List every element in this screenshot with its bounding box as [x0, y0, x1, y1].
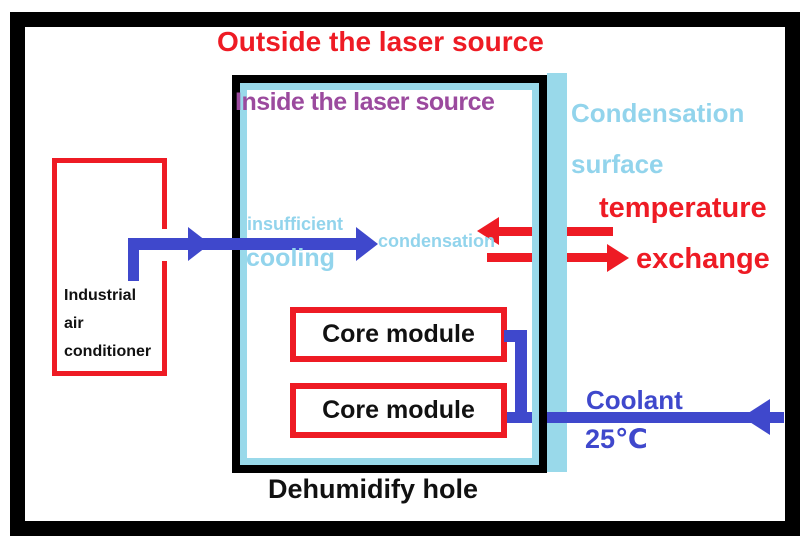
temperature-label: temperature	[599, 192, 767, 224]
heat-in-arrow-head-icon	[477, 217, 499, 245]
heat-out-arrow-head-icon	[607, 244, 629, 272]
coolant-connector-vertical	[515, 330, 527, 423]
exchange-label: exchange	[636, 243, 770, 275]
industrial-air-conditioner-box	[52, 158, 167, 376]
air-conditioner-line2: air	[64, 315, 84, 332]
outside-laser-source-title: Outside the laser source	[217, 26, 544, 57]
core-module-2-label: Core module	[322, 396, 475, 424]
airflow-arrow-shaft	[128, 238, 360, 250]
condensation-surface-line2: surface	[571, 149, 664, 179]
coolant-arrow-head-icon	[742, 399, 770, 435]
condensation-surface-label: Condensation surface	[571, 88, 744, 190]
air-conditioner-line1: Industrial	[64, 287, 137, 304]
condensation-surface-strip	[547, 73, 567, 472]
condensation-label: condensation	[378, 231, 496, 251]
coolant-label: Coolant	[586, 385, 683, 415]
cooling-label: cooling	[246, 244, 335, 272]
laser-source-box	[232, 75, 547, 473]
outer-black-frame	[10, 12, 800, 536]
industrial-air-conditioner-label: Industrial air conditioner	[64, 282, 151, 366]
airflow-arrow-stub	[128, 243, 139, 281]
airflow-arrow-end-head-icon	[356, 227, 378, 261]
core-module-box-2: Core module	[290, 383, 507, 438]
airflow-arrow-mid-head-icon	[188, 227, 210, 261]
dehumidify-hole-label: Dehumidify hole	[268, 474, 479, 504]
condensation-surface-line1: Condensation	[571, 98, 745, 128]
coolant-temperature-label: 25℃	[585, 424, 648, 454]
coolant-supply-line	[504, 412, 784, 423]
air-conditioner-line3: conditioner	[64, 343, 152, 360]
core-module-box-1: Core module	[290, 307, 507, 362]
insufficient-label: insufficient	[247, 214, 344, 234]
laser-source-box-lining	[240, 83, 539, 465]
inside-laser-source-title: Inside the laser source	[235, 88, 495, 116]
core-module-1-label: Core module	[322, 320, 475, 348]
